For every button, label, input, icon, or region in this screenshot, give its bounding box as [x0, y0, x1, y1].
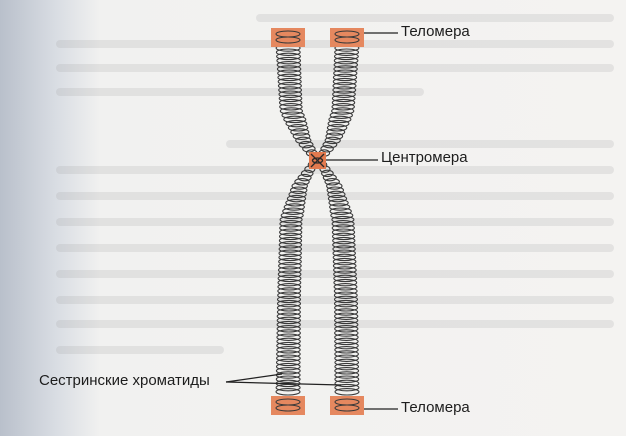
label-centromere: Центромера	[381, 149, 468, 166]
label-top-telomere: Теломера	[401, 23, 470, 40]
label-bottom-telomere: Теломера	[401, 399, 470, 416]
label-sister-chromatids: Сестринские хроматиды	[39, 372, 210, 389]
